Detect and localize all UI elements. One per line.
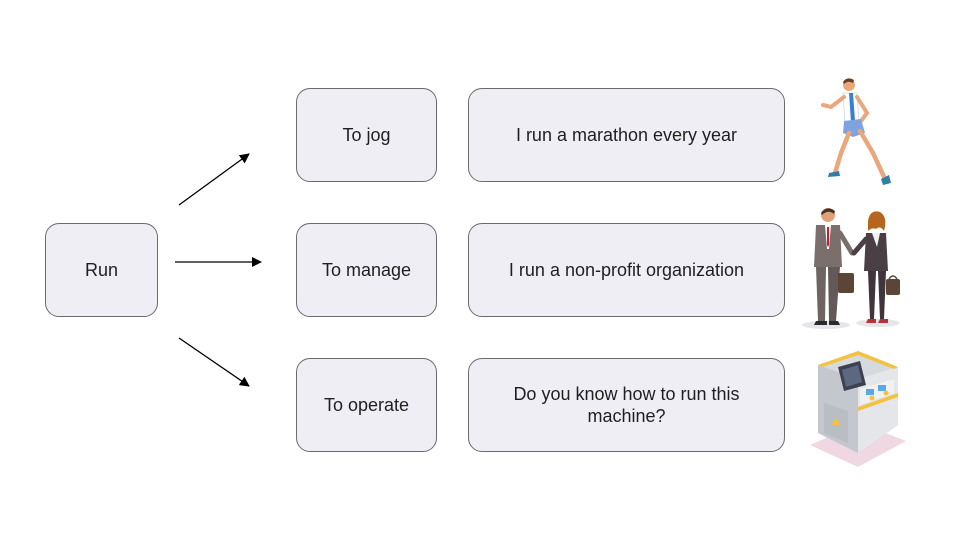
meaning-label: To operate — [323, 395, 410, 415]
business-people-icon — [802, 208, 900, 329]
runner-icon — [821, 78, 891, 185]
example-box-operate: Do you know how to run this machine? — [468, 358, 785, 452]
arrow-to-jog — [178, 153, 250, 206]
meaning-box-operate: To operate — [296, 358, 437, 452]
arrow-to-operate — [178, 337, 250, 387]
example-box-jog: I run a marathon every year — [468, 88, 785, 182]
example-box-manage: I run a non-profit organization — [468, 223, 785, 317]
meaning-box-manage: To manage — [296, 223, 437, 317]
meaning-label: To manage — [321, 260, 412, 280]
example-label: I run a marathon every year — [515, 125, 738, 145]
meaning-label: To jog — [342, 125, 391, 145]
root-word-box: Run — [45, 223, 158, 317]
example-label: I run a non-profit organization — [508, 260, 745, 280]
meaning-box-jog: To jog — [296, 88, 437, 182]
root-word-label: Run — [84, 260, 119, 280]
example-label: Do you know how to run this machine? — [513, 384, 740, 426]
machine-icon — [810, 351, 906, 467]
